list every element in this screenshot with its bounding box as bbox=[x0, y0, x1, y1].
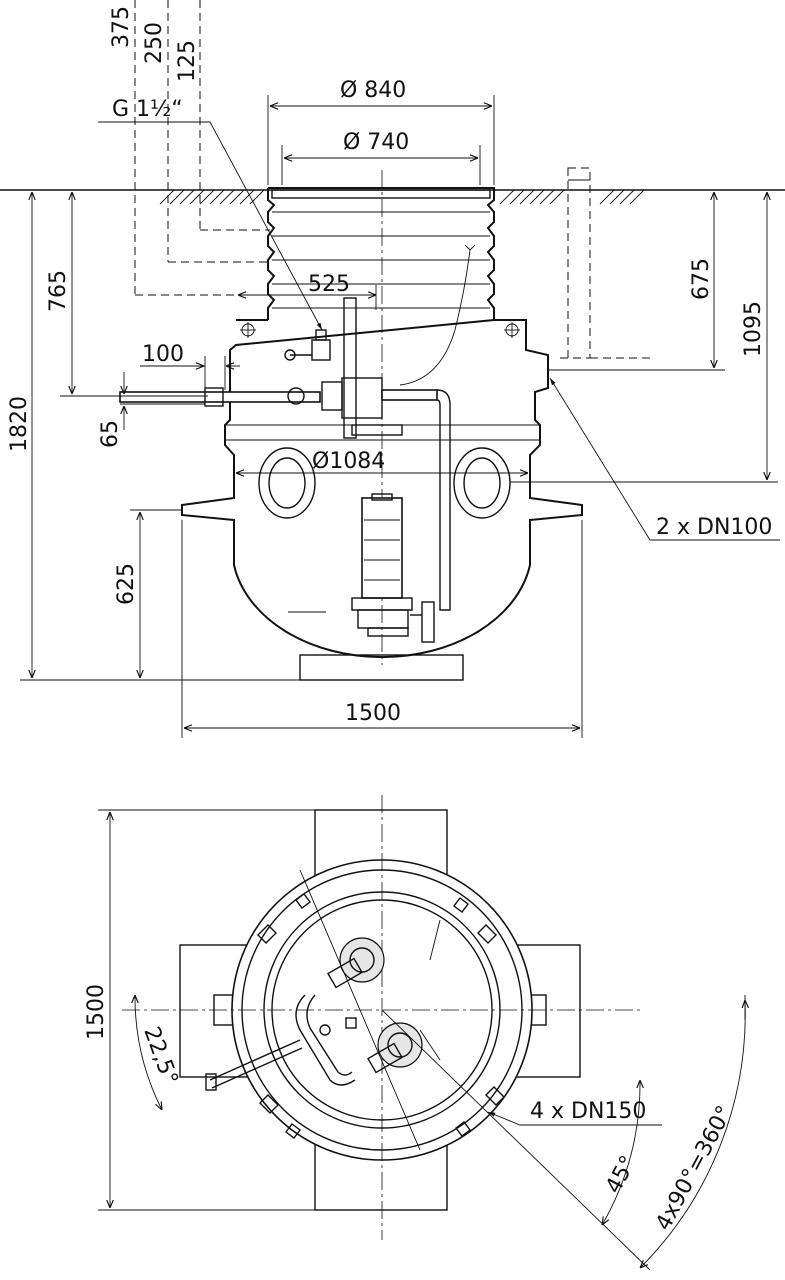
top-dimension-lines bbox=[98, 809, 745, 1271]
thread-label: G 1½“ bbox=[112, 97, 183, 122]
dim-1084: Ø1084 bbox=[312, 449, 385, 474]
top-dim-1500: 1500 bbox=[84, 984, 109, 1040]
depth-levels bbox=[134, 0, 270, 296]
dim-1095: 1095 bbox=[741, 301, 766, 357]
dim-765: 765 bbox=[46, 270, 71, 312]
side-view: 375 250 125 G 1½“ Ø 840 Ø 740 525 765 10… bbox=[0, 0, 785, 738]
tank-body bbox=[181, 187, 583, 681]
pump-assembly bbox=[119, 170, 476, 665]
top-view: 1500 22,5° 4 x DN150 45° 4x90°=360° bbox=[84, 795, 745, 1271]
dim-625: 625 bbox=[114, 563, 139, 605]
rim-tabs bbox=[257, 893, 505, 1139]
dim-740: Ø 740 bbox=[343, 130, 409, 155]
inlets-dn150-label: 4 x DN150 bbox=[530, 1099, 646, 1124]
dim-65: 65 bbox=[98, 420, 123, 448]
ground-line bbox=[0, 189, 785, 205]
top-pumps bbox=[205, 869, 441, 1151]
dim-1500-width: 1500 bbox=[345, 701, 401, 726]
dim-1820: 1820 bbox=[7, 396, 32, 452]
angle-360: 4x90°=360° bbox=[651, 1102, 738, 1235]
mounting-holes bbox=[240, 322, 520, 338]
angle-45: 45° bbox=[601, 1152, 641, 1198]
dim-250: 250 bbox=[142, 22, 167, 64]
dim-840: Ø 840 bbox=[340, 78, 406, 103]
dim-675: 675 bbox=[689, 258, 714, 300]
angle-22-5: 22,5° bbox=[138, 1024, 182, 1089]
dim-100: 100 bbox=[142, 342, 184, 367]
dimension-lines bbox=[20, 95, 780, 738]
inlets-dn100-label: 2 x DN100 bbox=[656, 515, 772, 540]
dim-125: 125 bbox=[175, 40, 200, 82]
vent-pipe bbox=[560, 167, 650, 359]
dim-525: 525 bbox=[308, 272, 350, 297]
inlet-sockets bbox=[258, 447, 511, 519]
dim-375: 375 bbox=[109, 6, 134, 48]
